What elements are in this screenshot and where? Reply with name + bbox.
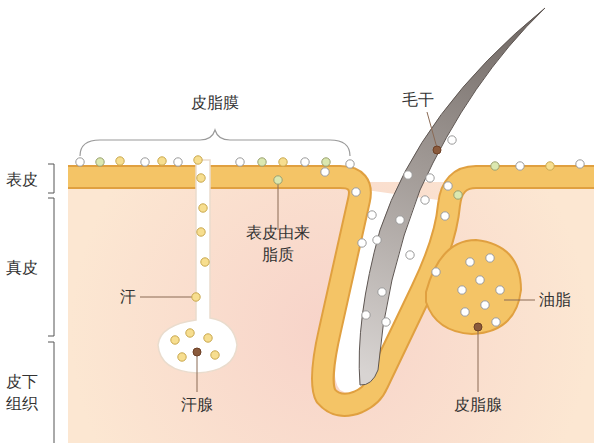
lipid-dot — [492, 318, 500, 326]
lipid-dot — [491, 162, 499, 170]
lipid-dot — [396, 216, 404, 224]
lipid-dot — [204, 334, 212, 342]
lipid-dot — [192, 293, 200, 301]
lipid-dot — [444, 182, 452, 190]
epidermis-range — [48, 164, 54, 193]
lipid-dot — [352, 188, 360, 196]
lipid-dot — [116, 157, 124, 165]
bracket — [80, 130, 350, 156]
leader-line — [504, 300, 535, 301]
lipid-dot — [76, 158, 84, 166]
lipid-dot — [458, 286, 466, 294]
leader-line — [140, 297, 192, 298]
lipid-dot — [274, 176, 282, 184]
lipid-dot — [373, 236, 381, 244]
lipid-dot — [448, 136, 456, 144]
lipid-dot — [322, 158, 330, 166]
lipid-dot — [406, 251, 414, 259]
lipid-dot — [433, 146, 441, 154]
lipid-dot — [174, 158, 182, 166]
lipid-dot — [194, 156, 202, 164]
part-label: 汗腺 — [172, 394, 222, 416]
lipid-dot — [421, 196, 429, 204]
lipid-dot — [382, 318, 390, 326]
leader-line — [478, 330, 479, 392]
lipid-dot — [368, 211, 376, 219]
scale-bar — [48, 164, 54, 443]
sweat-gland — [158, 160, 237, 373]
subcutis-range — [48, 342, 54, 443]
lipid-dot — [321, 168, 329, 176]
leader-line — [197, 356, 198, 392]
lipid-dot — [199, 204, 207, 212]
part-label: 油脂 — [530, 289, 580, 311]
dermis-range — [48, 198, 54, 336]
lipid-dot — [171, 336, 179, 344]
lipid-dot — [193, 348, 201, 356]
lipid-dot — [426, 174, 434, 182]
lipid-dot — [474, 323, 482, 331]
part-label: 皮脂腺 — [445, 394, 511, 416]
lipid-dot — [211, 351, 219, 359]
lipid-dot — [236, 158, 244, 166]
lipid-dot — [301, 158, 309, 166]
lipid-dot — [432, 268, 440, 276]
part-label: 真皮 — [2, 257, 42, 279]
part-label: 表皮由来 脂质 — [243, 222, 313, 266]
lipid-dot — [197, 174, 205, 182]
lipid-dot — [476, 276, 484, 284]
lipid-dot — [441, 212, 449, 220]
lipid-dot — [158, 157, 166, 165]
lipid-dot — [404, 171, 412, 179]
lipid-dot — [461, 308, 469, 316]
lipid-dot — [466, 258, 474, 266]
epidermis-layer — [68, 177, 594, 405]
leader-lines — [140, 112, 535, 392]
lipid-dot — [358, 239, 366, 247]
part-label: 表皮 — [2, 169, 42, 191]
part-label: 毛干 — [393, 89, 443, 111]
lipid-dot — [178, 353, 186, 361]
lipid-dot — [546, 162, 554, 170]
lipid-dots — [76, 136, 584, 361]
lipid-dot — [481, 301, 489, 309]
lipid-dot — [516, 162, 524, 170]
lipid-dot — [201, 258, 209, 266]
lipid-dot — [96, 158, 104, 166]
lipid-dot — [197, 228, 205, 236]
lipid-dot — [576, 160, 584, 168]
lipid-dot — [279, 158, 287, 166]
lipid-dot — [378, 288, 386, 296]
hair-shaft — [359, 8, 545, 385]
sebaceous-gland — [426, 240, 521, 334]
part-label: 皮脂膜 — [175, 92, 255, 114]
epidermis-edge — [68, 177, 594, 405]
lipid-dot — [362, 311, 370, 319]
lipid-dot — [454, 191, 462, 199]
part-label: 皮下 组织 — [2, 371, 42, 415]
leader-line — [427, 112, 437, 148]
lipid-dot — [486, 254, 494, 262]
part-label: 汗 — [113, 286, 143, 308]
lipid-dot — [346, 160, 354, 168]
lipid-dot — [186, 329, 194, 337]
lipid-dot — [258, 158, 266, 166]
lipid-dot — [141, 158, 149, 166]
lipid-dot — [496, 286, 504, 294]
